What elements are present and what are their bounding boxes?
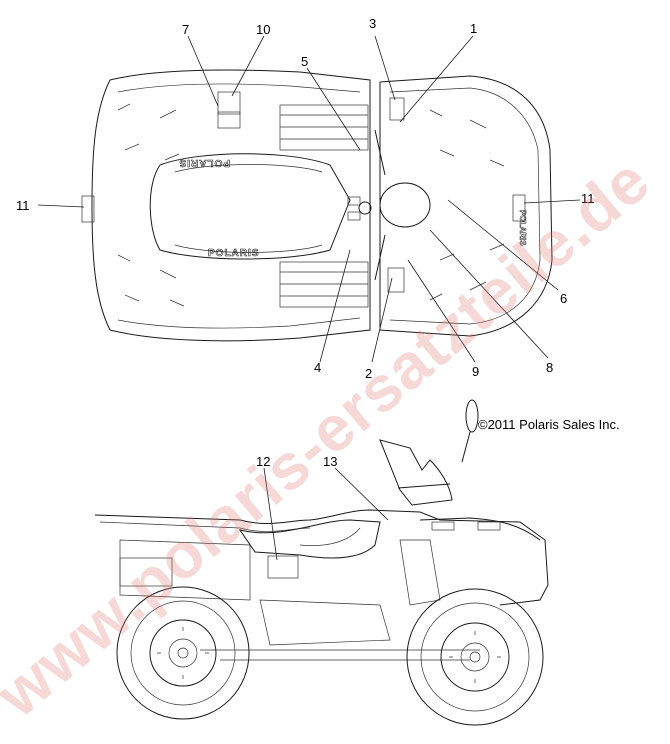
callout-11-left: 11: [16, 198, 30, 213]
callout-9: 9: [472, 364, 479, 379]
callout-4: 4: [314, 360, 321, 375]
callout-12: 12: [256, 454, 270, 469]
leader-lines: [37, 35, 581, 561]
callout-labels: 1 3 7 10 5 11 11 6 8 9 2 4 12 13: [16, 16, 595, 469]
copyright-notice: ©2011 Polaris Sales Inc.: [478, 417, 620, 432]
top-view-brand-decal-rear: POLARIS: [179, 157, 230, 168]
callout-8: 8: [546, 360, 553, 375]
callout-3: 3: [369, 16, 376, 31]
watermark: www.polaris-ersatzteile.de: [0, 144, 663, 732]
callout-2: 2: [365, 366, 372, 381]
callout-1: 1: [470, 21, 477, 36]
callout-13: 13: [323, 454, 337, 469]
callout-6: 6: [560, 291, 567, 306]
callout-11-right: 11: [581, 191, 595, 206]
top-view-brand-decal-front: POLARIS: [518, 210, 527, 246]
atv-top-view: POLARIS POLARIS POLARIS: [81, 69, 553, 342]
atv-side-view: [94, 399, 549, 726]
top-view-brand-decal: POLARIS: [208, 248, 259, 259]
callout-7: 7: [182, 22, 189, 37]
callout-10: 10: [256, 22, 270, 37]
callout-5: 5: [301, 54, 308, 69]
